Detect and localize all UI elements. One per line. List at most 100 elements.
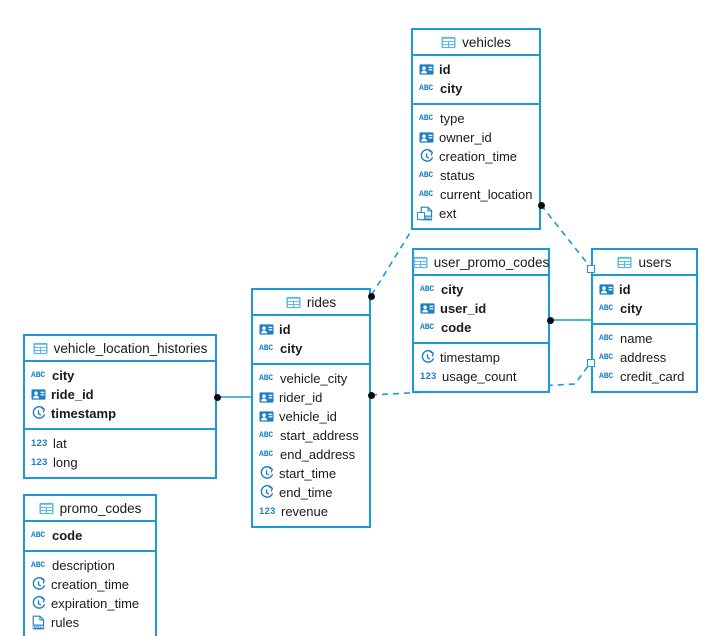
column-name-label: vehicle_city <box>280 371 348 386</box>
id-card-icon <box>419 130 434 145</box>
column-name-label: end_time <box>279 485 333 500</box>
column-row[interactable]: ABC city <box>414 280 548 299</box>
num-icon: 123 <box>420 371 437 382</box>
column-name-label: usage_count <box>442 369 517 384</box>
column-name-label: revenue <box>281 504 328 519</box>
column-row[interactable]: creation_time <box>413 147 539 166</box>
abc-icon: ABC <box>599 353 614 362</box>
table-title-promo_codes[interactable]: promo_codes <box>25 496 155 522</box>
column-row[interactable]: timestamp <box>414 348 548 367</box>
id-card-icon <box>419 62 434 77</box>
table-name-label: promo_codes <box>59 500 142 516</box>
id-card-icon <box>420 301 435 316</box>
clock-icon <box>31 596 46 611</box>
column-row[interactable]: end_time <box>253 483 369 502</box>
id-card-icon <box>259 322 274 337</box>
abc-icon: ABC <box>599 334 614 343</box>
column-row[interactable]: id <box>253 320 369 339</box>
column-row[interactable]: creation_time <box>25 575 155 594</box>
column-name-label: long <box>53 455 78 470</box>
abc-icon: ABC <box>420 285 435 294</box>
column-name-label: city <box>620 301 643 316</box>
table-icon <box>617 255 633 270</box>
column-name-label: timestamp <box>51 406 117 421</box>
edge-endpoint-dot <box>368 293 375 300</box>
column-row[interactable]: owner_id <box>413 128 539 147</box>
table-title-user_promo_codes[interactable]: user_promo_codes <box>413 250 549 276</box>
column-row[interactable]: ride_id <box>25 385 215 404</box>
column-name-label: current_location <box>440 187 533 202</box>
table-icon <box>286 295 301 310</box>
json-icon: JSON <box>31 615 46 630</box>
edge-endpoint-square <box>587 359 595 367</box>
column-name-label: code <box>441 320 472 335</box>
column-row[interactable]: 123 usage_count <box>414 367 548 386</box>
column-row[interactable]: user_id <box>414 299 548 318</box>
column-row[interactable]: timestamp <box>25 404 215 423</box>
column-row[interactable]: ABC vehicle_city <box>253 369 369 388</box>
column-name-label: owner_id <box>439 130 492 145</box>
table-title-vehicle_location_histories[interactable]: vehicle_location_histories <box>25 336 215 362</box>
table-name-label: vehicles <box>462 34 511 50</box>
column-row[interactable]: ABC name <box>593 329 696 348</box>
column-name-label: rider_id <box>279 390 323 405</box>
table-title-rides[interactable]: rides <box>253 290 369 316</box>
clock-icon <box>419 149 434 164</box>
column-name-label: credit_card <box>620 369 685 384</box>
column-name-label: description <box>52 558 115 573</box>
table-title-users[interactable]: users <box>593 250 696 276</box>
edge-endpoint-dot <box>368 392 375 399</box>
column-name-label: ride_id <box>51 387 94 402</box>
num-icon: 123 <box>31 438 48 449</box>
abc-icon: ABC <box>259 344 274 353</box>
table-title-vehicles[interactable]: vehicles <box>413 30 539 56</box>
abc-icon: ABC <box>259 374 274 383</box>
column-name-label: status <box>440 168 475 183</box>
column-row[interactable]: id <box>413 60 539 79</box>
column-row[interactable]: start_time <box>253 464 369 483</box>
abc-icon: ABC <box>259 450 274 459</box>
column-name-label: start_time <box>279 466 337 481</box>
column-name-label: city <box>441 282 464 297</box>
column-row[interactable]: rider_id <box>253 388 369 407</box>
id-card-icon <box>599 282 614 297</box>
column-name-label: code <box>52 528 83 543</box>
clock-icon <box>420 350 435 365</box>
column-row[interactable]: id <box>593 280 696 299</box>
edge-endpoint-dot <box>538 202 545 209</box>
column-row[interactable]: vehicle_id <box>253 407 369 426</box>
column-row[interactable]: expiration_time <box>25 594 155 613</box>
id-card-icon <box>31 387 46 402</box>
column-name-label: ext <box>439 206 457 221</box>
column-name-label: name <box>620 331 653 346</box>
